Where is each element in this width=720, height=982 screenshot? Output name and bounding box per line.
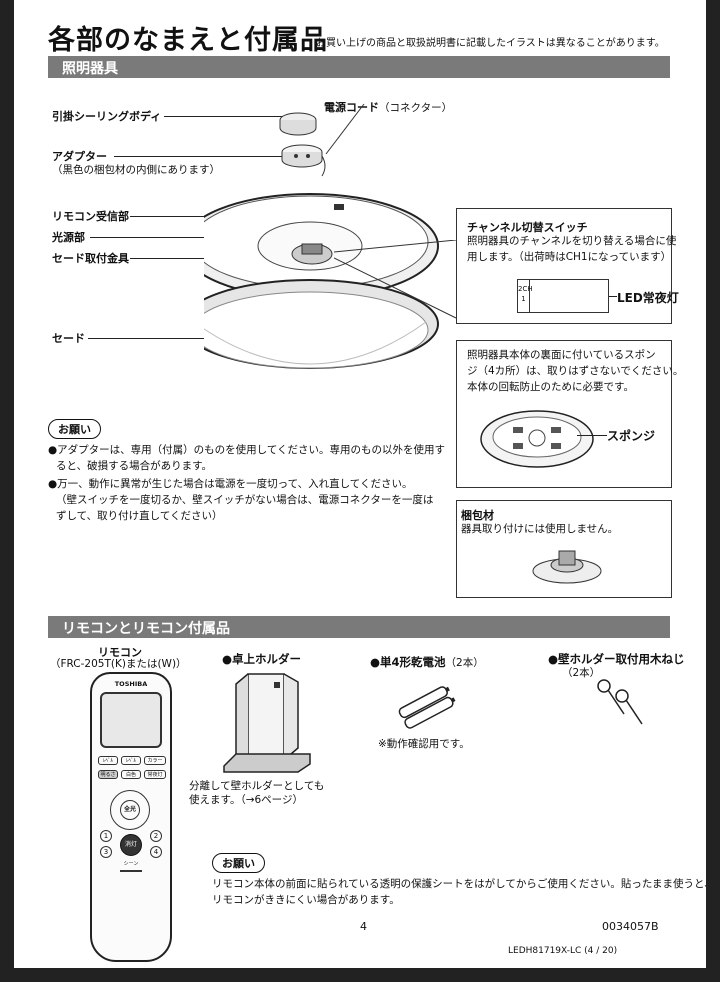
sponge-label: スポンジ	[607, 427, 655, 444]
battery-note: ※動作確認用です。	[378, 736, 470, 751]
request-badge: お願い	[48, 418, 101, 439]
channel-switch-box: チャンネル切替スイッチ 照明器具のチャンネルを切り替える場合に使 用します。（出…	[456, 208, 672, 324]
label-adapter-note: （黒色の梱包材の内側にあります）	[52, 162, 220, 177]
label-shade: セード	[52, 330, 85, 346]
packing-box: 梱包材 器具取り付けには使用しません。	[456, 500, 672, 598]
led-night-light-label: LED常夜灯	[617, 289, 679, 306]
remote-btn-level-down[interactable]: ﾚﾍﾞﾙ	[98, 756, 118, 765]
sponge-illustration	[477, 403, 597, 479]
request-bullet2-line1: ●万一、動作に異常が生じた場合は電源を一度切って、入れ直してください。	[48, 476, 412, 492]
holder-note2: 使えます。（→6ページ）	[189, 792, 303, 807]
remote-model: （FRC-205T(K)または(W)）	[50, 656, 187, 671]
remote-request-pill: お願い	[212, 853, 265, 873]
request-bullet1-line2: ると、破損する場合があります。	[56, 458, 212, 474]
remote-btn-scene1[interactable]: 1	[100, 830, 112, 842]
channel-switch-slider: 2CH 1	[518, 280, 530, 312]
remote-control: TOSHIBA ﾚﾍﾞﾙ ﾚﾍﾞﾙ カラー 明るさ 白色 常夜灯 全光 消灯 1…	[90, 672, 172, 962]
remote-scene-label: シーン	[92, 860, 170, 867]
sponge-box: 照明器具本体の裏面に付いているスポン ジ（4カ所）は、取りはずさないでください。…	[456, 340, 672, 488]
holder-note1: 分離して壁ホルダーとしても	[189, 778, 324, 793]
remote-btn-scene3[interactable]: 3	[100, 846, 112, 858]
section-remote-header: リモコンとリモコン付属品	[48, 616, 670, 638]
remote-slot	[120, 870, 142, 872]
sponge-text3: 本体の回転防止のために必要です。	[467, 379, 634, 395]
doc-id: LEDH81719X-LC (4 / 20)	[508, 946, 617, 956]
battery-title: ●単4形乾電池（2本）	[370, 651, 484, 670]
doc-code: 0034057B	[602, 920, 659, 933]
page-note: お買い上げの商品と取扱説明書に記載したイラストは異なることがあります。	[316, 34, 665, 49]
remote-request-badge: お願い	[212, 852, 265, 873]
leader-line	[609, 296, 617, 297]
callout-lines	[334, 240, 464, 320]
leader-line	[577, 435, 607, 436]
label-shade-fitting: セード取付金具	[52, 250, 129, 266]
remote-btn-off[interactable]: 消灯	[120, 834, 142, 856]
section-lighting-header: 照明器具	[48, 56, 670, 78]
request-pill: お願い	[48, 419, 101, 439]
remote-request-line1: リモコン本体の前面に貼られている透明の保護シートをはがしてからご使用ください。貼…	[212, 876, 706, 892]
sponge-text1: 照明器具本体の裏面に付いているスポン	[467, 347, 656, 363]
remote-screen	[100, 692, 162, 748]
label-ceiling-body: 引掛シーリングボディ	[52, 108, 161, 124]
request-bullet2-line3: ずして、取り付け直してください）	[56, 508, 223, 524]
section-lighting-title: 照明器具	[62, 61, 118, 77]
packing-text: 器具取り付けには使用しません。	[461, 521, 618, 537]
remote-btn-brightness[interactable]: 明るさ	[98, 770, 118, 779]
channel-switch-text1: 照明器具のチャンネルを切り替える場合に使	[467, 233, 676, 249]
sponge-text2: ジ（4カ所）は、取りはずさないでください。	[467, 363, 683, 379]
remote-brand: TOSHIBA	[92, 680, 170, 688]
label-remote-receiver: リモコン受信部	[52, 208, 129, 224]
battery-title-paren: （2本）	[446, 657, 484, 669]
remote-btn-full[interactable]: 全光	[120, 800, 140, 820]
channel-switch-text2: 用します。（出荷時はCH1になっています）	[467, 249, 671, 265]
remote-btn-white[interactable]: 白色	[121, 770, 141, 779]
request-bullet1-line1: ●アダプターは、専用（付属）のものを使用してください。専用のもの以外を使用す	[48, 442, 445, 458]
section-remote-title: リモコンとリモコン付属品	[62, 621, 230, 637]
remote-btn-color[interactable]: カラー	[144, 756, 166, 765]
remote-btn-scene4[interactable]: 4	[150, 846, 162, 858]
holder-title: ●卓上ホルダー	[222, 651, 301, 667]
battery-illustration	[392, 684, 462, 730]
battery-title-bold: ●単4形乾電池	[370, 655, 446, 669]
page-number: 4	[360, 920, 367, 933]
remote-request-line2: リモコンがききにくい場合があります。	[212, 892, 400, 908]
desk-holder-illustration	[214, 668, 324, 778]
page-title: 各部のなまえと付属品	[48, 18, 328, 57]
wood-screw-illustration	[594, 678, 650, 738]
packing-material-illustration	[527, 541, 607, 591]
manual-page: 各部のなまえと付属品 お買い上げの商品と取扱説明書に記載したイラストは異なること…	[14, 0, 706, 968]
request-bullet2-line2: （壁スイッチを一度切るか、壁スイッチがない場合は、電源コネクターを一度は	[56, 492, 433, 508]
remote-btn-scene2[interactable]: 2	[150, 830, 162, 842]
remote-btn-level-up[interactable]: ﾚﾍﾞﾙ	[121, 756, 141, 765]
label-light-source: 光源部	[52, 229, 85, 245]
remote-btn-night[interactable]: 常夜灯	[144, 770, 166, 779]
channel-switch-panel: 2CH 1	[517, 279, 609, 313]
